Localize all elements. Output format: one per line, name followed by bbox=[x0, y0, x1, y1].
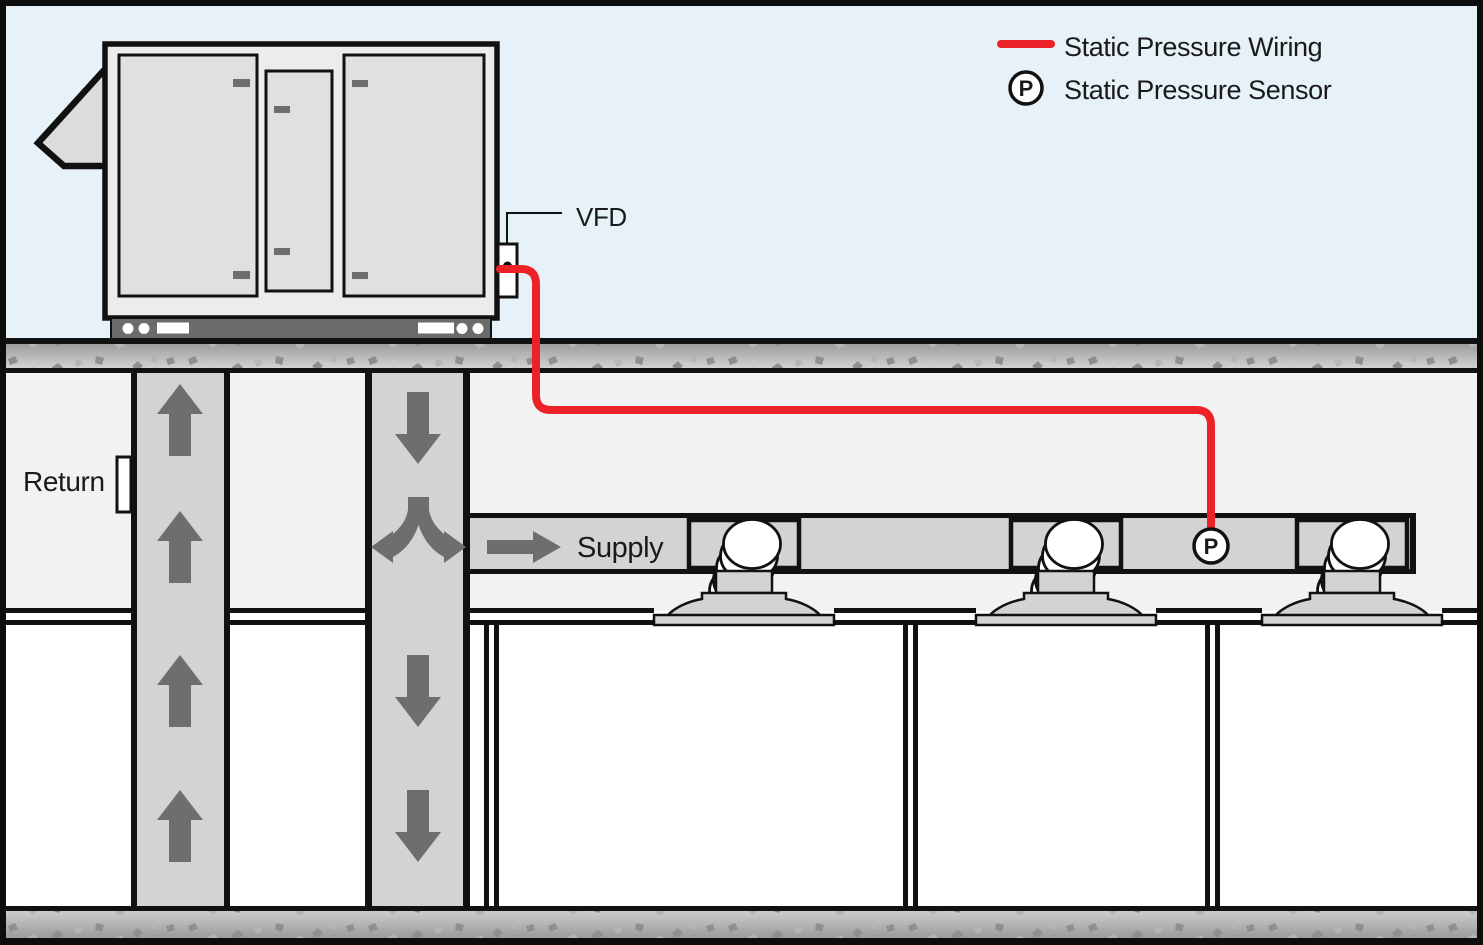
sensor-symbol: P bbox=[1204, 534, 1219, 559]
suspended-ceiling bbox=[3, 608, 1480, 625]
legend-sensor-label: Static Pressure Sensor bbox=[1064, 75, 1332, 105]
rtu-access-panel-right bbox=[342, 53, 486, 298]
branch-split-arrow bbox=[371, 497, 466, 563]
legend-sensor-icon bbox=[1008, 70, 1044, 106]
supply-flow-arrow bbox=[487, 531, 561, 563]
rtu-access-panel-left bbox=[117, 53, 259, 298]
return-label: Return bbox=[23, 466, 105, 497]
roof-slab bbox=[0, 338, 1483, 373]
partition-walls bbox=[484, 623, 1220, 906]
vfd-leader-line bbox=[506, 212, 562, 245]
supply-airflow-arrows bbox=[371, 392, 561, 862]
panel-handles bbox=[233, 79, 368, 279]
rtu-base-rail bbox=[110, 317, 492, 340]
legend: Static Pressure Wiring P Static Pressure… bbox=[997, 32, 1332, 106]
return-grille bbox=[115, 455, 133, 514]
base-rail-details bbox=[122, 322, 484, 334]
room-zone bbox=[0, 611, 1483, 945]
static-pressure-wiring bbox=[496, 265, 1215, 533]
static-pressure-sensor: P bbox=[1192, 527, 1230, 565]
rooftop-unit bbox=[33, 41, 500, 340]
vfd-label: VFD bbox=[576, 202, 627, 232]
supply-duct-main bbox=[470, 513, 1416, 574]
supply-label: Supply bbox=[577, 532, 664, 564]
legend-wiring-label: Static Pressure Wiring bbox=[1064, 32, 1322, 62]
rtu-access-panel-middle bbox=[264, 69, 334, 293]
floor-slab bbox=[0, 906, 1483, 943]
legend-sensor-symbol: P bbox=[1019, 76, 1034, 101]
